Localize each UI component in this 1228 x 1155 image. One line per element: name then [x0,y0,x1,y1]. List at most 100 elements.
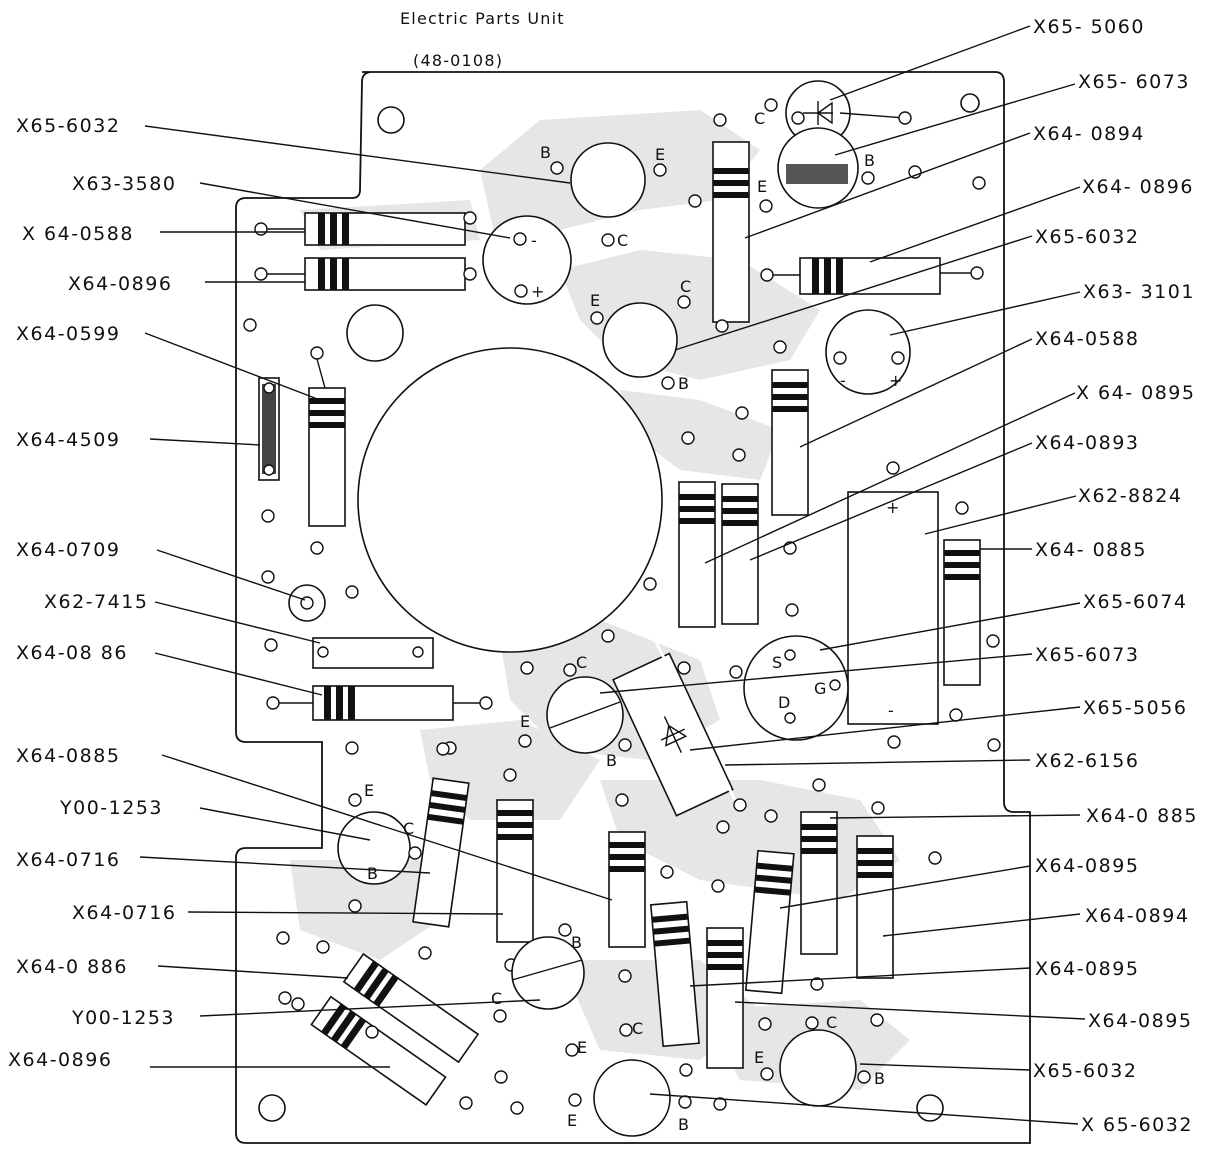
label-x63-3580: X63-3580 [72,173,176,195]
board-outline [235,71,1031,1144]
pin-label: C [617,231,628,250]
pin-label: C [403,819,414,838]
label-x64-0885: X64-0885 [16,745,120,767]
pin-label: E [577,1038,587,1057]
pin-label: B [606,751,617,770]
resistor-x64-0885-right [943,501,981,722]
pin-label: C [754,109,765,128]
label-x62-6156: X62-6156 [1035,750,1139,772]
label-x65-6032: X65-6032 [1033,1060,1137,1082]
resistor-x64-0893 [721,448,759,679]
pin-label: B [864,151,875,170]
label-x64-0716: X64-0716 [72,902,176,924]
label-x64-0895: X64-0895 [1035,855,1139,877]
pin-label: D [778,693,790,712]
label-x64-0894: X64-0894 [1085,905,1189,927]
pin-label: C [632,1019,643,1038]
mount-hole [377,106,405,134]
label-x64-0886: X64-0 886 [16,956,128,978]
diode-x65-5060 [785,80,912,146]
resistor-x64-0896-right [760,257,984,295]
pin-label: E [364,781,374,800]
label-x65-6032: X65-6032 [16,115,120,137]
center-hole [357,347,663,653]
mount-hole [258,1094,286,1122]
label-x62-7415: X62-7415 [44,591,148,613]
label-x64-0895: X64-0895 [1035,958,1139,980]
resistor-x64-0716-a [412,777,470,928]
label-x63-3101: X63- 3101 [1083,281,1195,303]
part-labels: X65- 5060 X65- 6073 X65-6032 X64- 0894 X… [8,16,1198,1136]
transistor-y00-1253-a: E C B [337,781,422,913]
transistor-x65-6032-a: B E C [540,142,667,250]
diode-x65-5056 [612,652,734,817]
pin-label: + [889,371,902,390]
resistor-x64-0886-mid [266,685,493,721]
label-x64-4509: X64-4509 [16,429,120,451]
pin-label: E [520,712,530,731]
pin-label: E [567,1111,577,1130]
pin-label: E [590,291,600,310]
label-x64-0895: X 64- 0895 [1076,382,1195,404]
component-x64-4509 [258,377,280,481]
label-x64-0885: X64-0 885 [1086,805,1198,827]
pin-label: B [540,143,551,162]
transistor-x65-6032-c: C E B [754,1013,885,1107]
label-x64-0896: X64-0896 [8,1049,112,1071]
resistor-x64-0588-left [254,211,477,246]
resistor-x64-0896-left [254,257,477,291]
pin-label: B [678,1115,689,1134]
pin-label: C [680,277,691,296]
pin-label: S [772,653,782,672]
pin-label: B [571,933,582,952]
label-x64-0885: X64- 0885 [1035,539,1147,561]
pin-label: B [678,374,689,393]
pin-label: G [814,679,826,698]
label-y00-1253: Y00-1253 [59,797,163,819]
pin-label: C [826,1013,837,1032]
diagram-title: Electric Parts Unit [400,9,565,28]
resistor-x64-0895-bottom-c [744,849,795,995]
resistor-x64-0894-bottom [856,801,894,1027]
label-x65-6074: X65-6074 [1083,591,1187,613]
pin-label: - [840,371,846,390]
component-x64-0709 [288,584,359,622]
pin-label: C [576,653,587,672]
component-x62-6156 [643,577,747,812]
leader-lines [139,25,1086,1125]
mount-hole [916,1094,944,1122]
resistor-x64-0599 [308,346,346,555]
label-x65-6032: X65-6032 [1035,226,1139,248]
resistor-x64-0895-bottom-b [706,820,744,1111]
board-pads [243,165,1001,1115]
capacitor-x62-8824: + - [847,461,939,749]
label-x64-0716: X64-0716 [16,849,120,871]
label-y00-1253: Y00-1253 [71,1007,175,1029]
resistor-x64-0885-bottom-a [608,793,646,983]
pin-label: E [754,1048,764,1067]
pin-label: - [531,231,537,250]
transistor-x65-6032-b: E C B [590,277,691,393]
part-number: (48-0108) [413,51,503,70]
label-x64-0896: X64-0896 [68,273,172,295]
label-x64-0893: X64-0893 [1035,432,1139,454]
transistor-y00-1253-b: B C E [491,923,587,1057]
resistor-x64-0886-bottom [342,952,480,1064]
label-x64-0599: X64-0599 [16,323,120,345]
label-x64-0896: X64- 0896 [1082,176,1194,198]
label-x64-0894: X64- 0894 [1033,123,1145,145]
resistor-x64-0588-center [771,340,809,555]
pin-label: - [888,701,894,720]
label-x64-0588: X64-0588 [1035,328,1139,350]
pin-label: E [757,177,767,196]
label-x65-6073: X65-6073 [1035,644,1139,666]
resistor-x64-0894-top [712,113,750,333]
pin-label: B [874,1069,885,1088]
label-x64-0895: X64-0895 [1088,1010,1192,1032]
resistor-x64-0895-center [677,431,716,675]
capacitor-x63-3101: - + [825,309,911,395]
transistor-x65-6032-d: C E B [567,1019,692,1137]
resistor-x64-0896-bottom [310,995,447,1107]
label-x64-0709: X64-0709 [16,539,120,561]
